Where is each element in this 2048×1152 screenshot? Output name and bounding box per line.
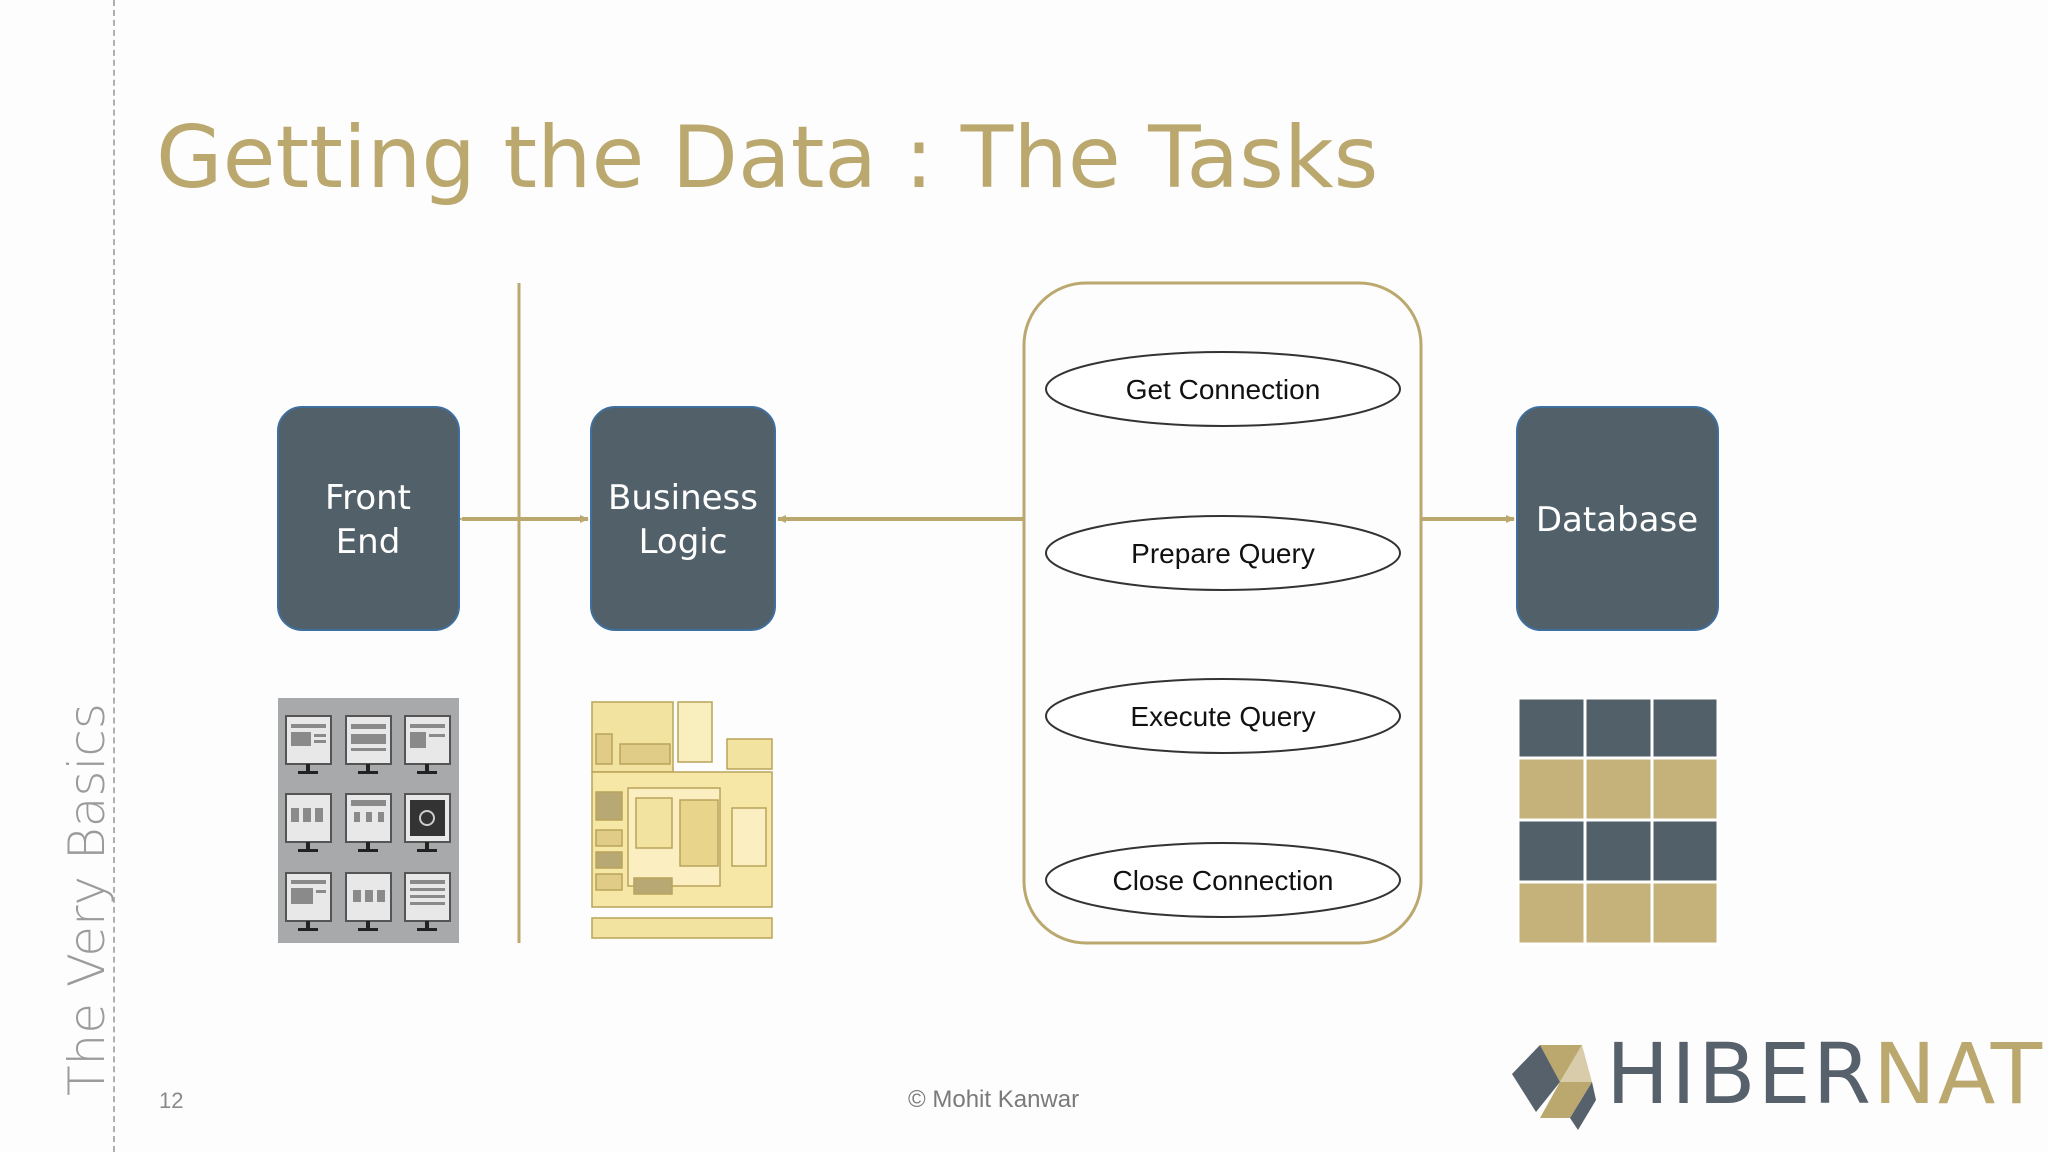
task-get-connection: Get Connection bbox=[1045, 351, 1401, 427]
logo-text-part2: NATE bbox=[1873, 1025, 2048, 1123]
business-logic-label-line2: Logic bbox=[639, 522, 728, 562]
business-logic-architecture-image bbox=[591, 701, 773, 939]
tasks-container bbox=[1022, 281, 1423, 945]
page-number: 12 bbox=[159, 1088, 184, 1113]
side-divider bbox=[113, 0, 115, 1152]
task-prepare-query: Prepare Query bbox=[1045, 515, 1401, 591]
database-label: Database bbox=[1536, 500, 1698, 540]
page-title: Getting the Data : The Tasks bbox=[156, 108, 1379, 208]
hibernate-logo-wordmark: HIBERNATE bbox=[1606, 1025, 2048, 1123]
front-end-label-line2: End bbox=[336, 522, 401, 562]
task-label: Prepare Query bbox=[1131, 538, 1315, 569]
task-close-connection: Close Connection bbox=[1045, 842, 1401, 918]
front-end-screens-image bbox=[278, 698, 459, 943]
database-table-image bbox=[1516, 696, 1720, 946]
copyright-notice: © Mohit Kanwar bbox=[908, 1086, 1080, 1113]
business-logic-box: Business Logic bbox=[590, 406, 776, 631]
front-end-box: Front End bbox=[277, 406, 460, 631]
database-box: Database bbox=[1516, 406, 1719, 631]
task-label: Close Connection bbox=[1112, 865, 1333, 896]
task-label: Get Connection bbox=[1126, 374, 1321, 405]
front-end-label-line1: Front bbox=[325, 478, 411, 518]
hibernate-logo-icon bbox=[1512, 1045, 1596, 1130]
logo-text-part1: HIBER bbox=[1606, 1025, 1874, 1123]
business-logic-label-line1: Business bbox=[608, 478, 758, 518]
task-execute-query: Execute Query bbox=[1045, 678, 1401, 754]
task-label: Execute Query bbox=[1130, 701, 1315, 732]
